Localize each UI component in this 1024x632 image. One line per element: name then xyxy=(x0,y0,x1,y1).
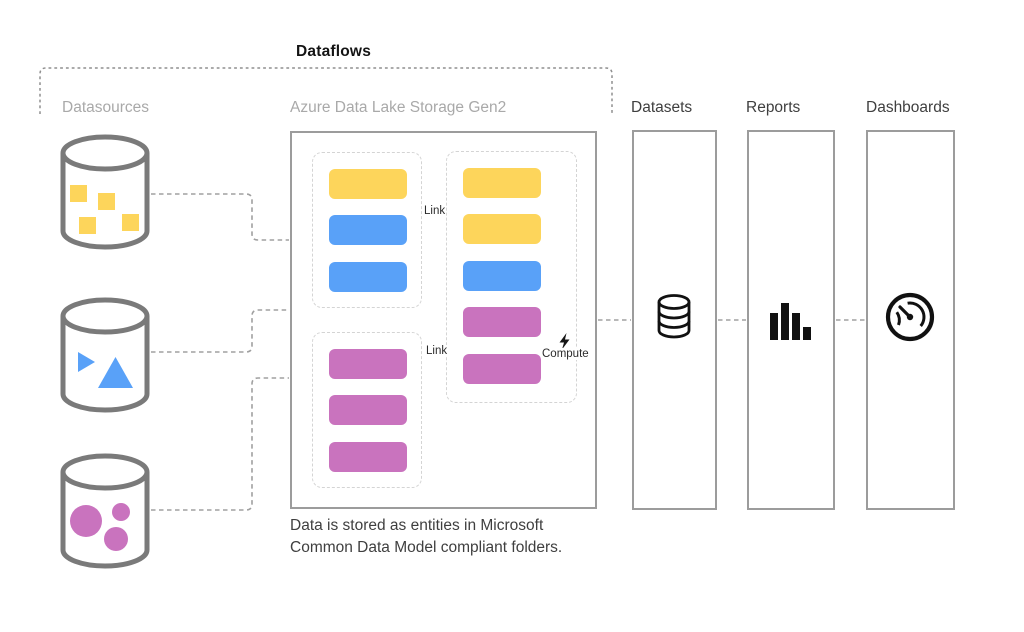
blue-triangles-glyph xyxy=(78,352,133,388)
entity-yellow xyxy=(462,167,541,198)
entity-blue xyxy=(328,261,407,292)
caption-line2: Common Data Model compliant folders. xyxy=(290,539,563,556)
entity-magenta xyxy=(462,353,541,384)
database-icon xyxy=(657,294,691,339)
bar-chart-icon xyxy=(770,303,811,340)
connector-source1-adls xyxy=(151,193,289,241)
entity-group-left-top xyxy=(312,152,422,308)
compute-label: Compute xyxy=(541,348,590,360)
entity-magenta xyxy=(328,348,407,379)
entity-magenta xyxy=(462,307,541,337)
entity-blue xyxy=(328,215,407,245)
lightning-icon xyxy=(559,333,570,350)
label-datasources: Datasources xyxy=(62,99,150,116)
connector-source2-adls xyxy=(151,309,289,353)
entity-yellow xyxy=(462,214,541,244)
gauge-icon xyxy=(885,292,935,342)
datasource-cylinder-squares xyxy=(60,134,150,250)
diagram-title: Dataflows xyxy=(296,43,372,60)
magenta-circles-glyph xyxy=(70,503,130,551)
reports-box xyxy=(747,130,835,510)
datasets-box xyxy=(632,130,717,510)
link-label-top: Link xyxy=(423,205,447,217)
entity-group-right xyxy=(446,151,577,403)
datasource-cylinder-circles xyxy=(60,453,150,569)
label-adls: Azure Data Lake Storage Gen2 xyxy=(290,99,507,116)
entity-blue xyxy=(462,260,541,291)
adls-caption: Data is stored as entities in Microsoft … xyxy=(290,515,562,559)
link-label-bottom: Link xyxy=(425,345,449,357)
entity-magenta xyxy=(328,441,407,472)
label-datasets: Datasets xyxy=(631,99,693,116)
entity-yellow xyxy=(328,168,407,199)
adls-container xyxy=(290,131,597,509)
yellow-squares-glyph xyxy=(70,185,139,234)
connector-source3-adls xyxy=(151,377,289,511)
datasource-cylinder-triangles xyxy=(60,297,150,413)
label-dashboards: Dashboards xyxy=(866,99,950,116)
entity-magenta xyxy=(328,395,407,425)
label-reports: Reports xyxy=(746,99,801,116)
entity-group-left-bottom xyxy=(312,332,422,488)
caption-line1: Data is stored as entities in Microsoft xyxy=(290,517,544,534)
